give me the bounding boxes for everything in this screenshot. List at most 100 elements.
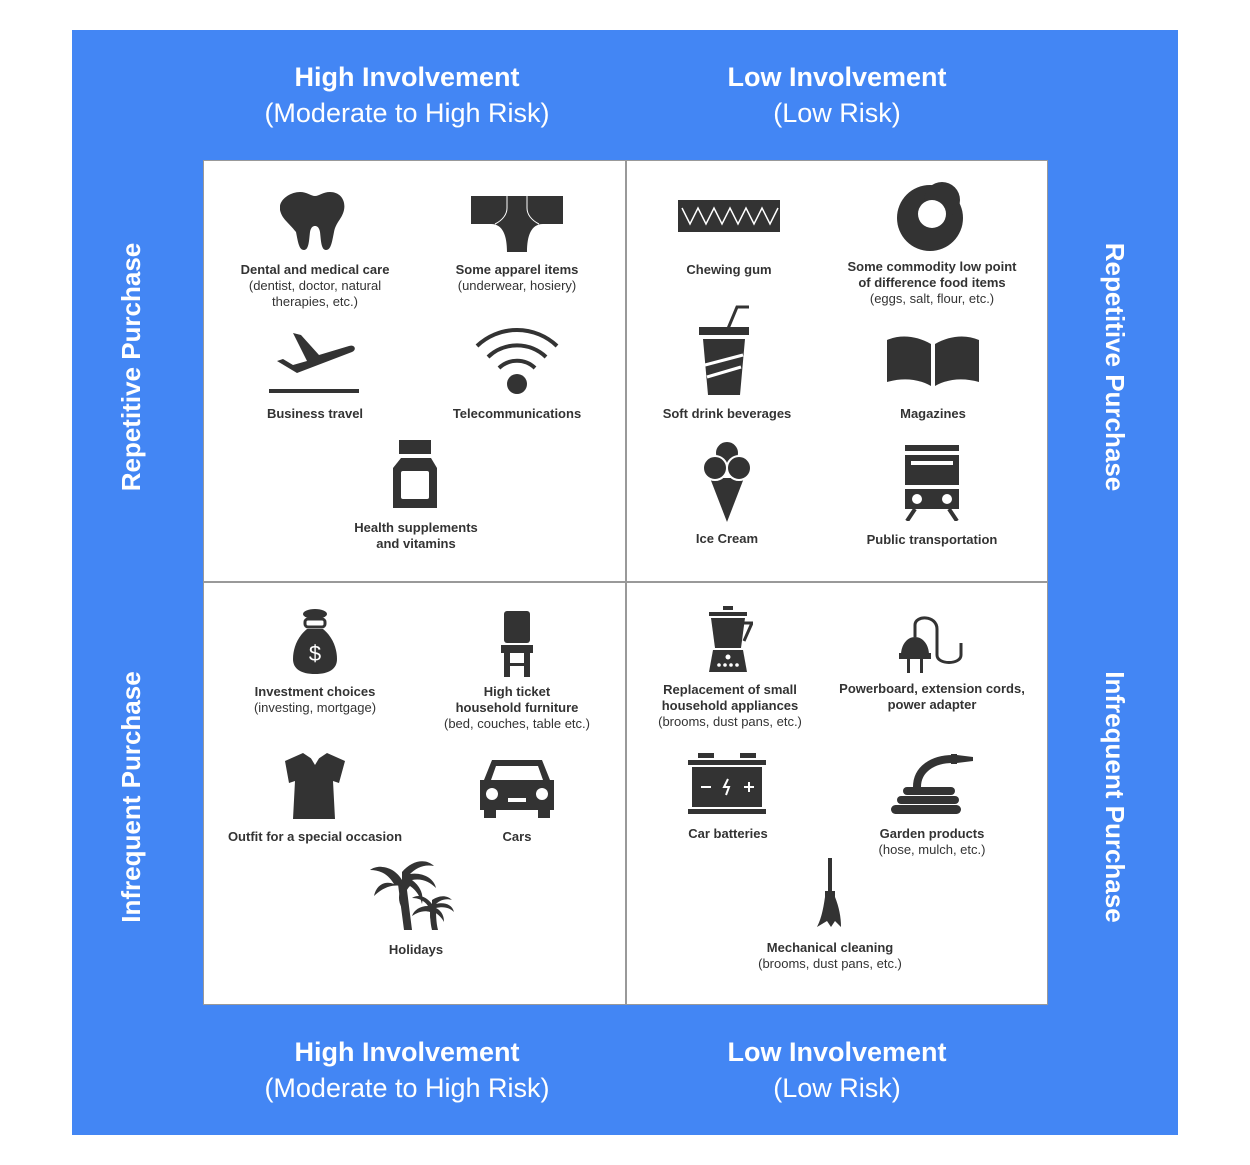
item-label: Magazines	[823, 406, 1043, 422]
item-magazines: Magazines	[823, 336, 1043, 421]
item-softdrink: Soft drink beverages	[617, 303, 837, 421]
donut-icon	[822, 180, 1042, 252]
item-title: Health supplements and vitamins	[354, 520, 478, 551]
header-bottom-left: High Involvement (Moderate to High Risk)	[197, 1034, 617, 1106]
plug-icon	[822, 615, 1042, 673]
soft-drink-icon	[617, 303, 837, 395]
item-label: Soft drink beverages	[617, 406, 837, 422]
item-title: Ice Cream	[695, 531, 759, 546]
palm-tree-icon	[306, 860, 526, 932]
item-label: Health supplements and vitamins	[306, 520, 526, 552]
item-title: Dental and medical care	[240, 262, 390, 277]
side-label-left-repetitive: Repetitive Purchase	[116, 242, 146, 492]
item-label: Powerboard, extension cords, power adapt…	[822, 681, 1042, 713]
battery-icon	[618, 753, 838, 815]
item-title: Some commodity low point of difference f…	[847, 259, 1017, 290]
item-power: Powerboard, extension cords, power adapt…	[822, 615, 1042, 712]
underwear-icon	[407, 196, 627, 252]
wifi-icon	[407, 328, 627, 394]
side-label-left-infrequent: Infrequent Purchase	[116, 671, 146, 923]
item-apparel: Some apparel items(underwear, hosiery)	[407, 196, 627, 293]
side-label-right-repetitive: Repetitive Purchase	[1100, 242, 1130, 492]
item-subtitle: (underwear, hosiery)	[457, 278, 577, 293]
hose-icon	[822, 753, 1042, 815]
item-investment: $ Investment choices(investing, mortgage)	[205, 608, 425, 715]
item-label: Chewing gum	[619, 262, 839, 278]
item-title: Garden products	[879, 826, 985, 841]
car-icon	[407, 760, 627, 818]
item-travel: Business travel	[205, 333, 425, 421]
item-furniture: High ticket household furniture(bed, cou…	[407, 611, 627, 731]
item-label: Outfit for a special occasion	[205, 829, 425, 845]
header-title: High Involvement	[294, 62, 520, 92]
item-label: Replacement of small household appliance…	[620, 682, 840, 730]
item-title: Magazines	[900, 406, 966, 421]
item-garden: Garden products(hose, mulch, etc.)	[822, 753, 1042, 857]
side-label-right-infrequent: Infrequent Purchase	[1100, 671, 1130, 923]
item-label: Car batteries	[618, 826, 838, 842]
header-title: High Involvement	[294, 1037, 520, 1067]
item-label: Ice Cream	[617, 531, 837, 547]
header-subtitle: (Low Risk)	[773, 98, 901, 128]
item-label: Some commodity low point of difference f…	[822, 259, 1042, 307]
money-bag-icon: $	[205, 608, 425, 674]
chair-icon	[407, 611, 627, 677]
item-subtitle: (brooms, dust pans, etc.)	[658, 714, 802, 729]
item-commodity: Some commodity low point of difference f…	[822, 180, 1042, 306]
item-title: Some apparel items	[455, 262, 579, 277]
item-title: Cars	[502, 829, 532, 844]
item-holidays: Holidays	[306, 860, 526, 957]
book-icon	[823, 336, 1043, 386]
item-label: Some apparel items(underwear, hosiery)	[407, 262, 627, 294]
item-icecream: Ice Cream	[617, 440, 837, 546]
header-title: Low Involvement	[727, 62, 947, 92]
header-subtitle: (Low Risk)	[773, 1073, 901, 1103]
item-label: Investment choices(investing, mortgage)	[205, 684, 425, 716]
item-title: Outfit for a special occasion	[227, 829, 403, 844]
airplane-icon	[205, 333, 425, 397]
item-subtitle: (hose, mulch, etc.)	[878, 842, 986, 857]
item-subtitle: (bed, couches, table etc.)	[444, 716, 590, 731]
item-title: Soft drink beverages	[662, 406, 792, 421]
ice-cream-icon	[617, 440, 837, 522]
item-subtitle: (investing, mortgage)	[253, 700, 377, 715]
item-subtitle: (eggs, salt, flour, etc.)	[869, 291, 995, 306]
item-label: Business travel	[205, 406, 425, 422]
horizontal-divider	[203, 581, 1048, 583]
item-label: Cars	[407, 829, 627, 845]
item-subtitle: (brooms, dust pans, etc.)	[758, 956, 902, 971]
item-subtitle: (dentist, doctor, natural therapies, etc…	[248, 278, 382, 309]
dress-icon	[205, 753, 425, 819]
tooth-icon	[205, 190, 425, 252]
item-transport: Public transportation	[822, 445, 1042, 547]
header-title: Low Involvement	[727, 1037, 947, 1067]
item-health: Health supplements and vitamins	[306, 440, 526, 551]
item-title: High ticket household furniture	[455, 684, 579, 715]
item-telecom: Telecommunications	[407, 328, 627, 421]
item-outfit: Outfit for a special occasion	[205, 753, 425, 844]
item-title: Chewing gum	[686, 262, 772, 277]
header-top-right: Low Involvement (Low Risk)	[627, 59, 1047, 131]
item-cleaning: Mechanical cleaning(brooms, dust pans, e…	[720, 858, 940, 971]
item-title: Investment choices	[254, 684, 376, 699]
item-title: Powerboard, extension cords, power adapt…	[839, 681, 1025, 712]
chewing-gum-icon	[619, 200, 839, 232]
item-label: Mechanical cleaning(brooms, dust pans, e…	[720, 940, 940, 972]
header-bottom-right: Low Involvement (Low Risk)	[627, 1034, 1047, 1106]
item-title: Car batteries	[688, 826, 768, 841]
svg-text:$: $	[309, 641, 321, 666]
item-battery: Car batteries	[618, 753, 838, 841]
bottle-icon	[306, 440, 526, 510]
item-title: Telecommunications	[452, 406, 582, 421]
train-icon	[822, 445, 1042, 521]
item-title: Replacement of small household appliance…	[661, 682, 799, 713]
header-subtitle: (Moderate to High Risk)	[264, 98, 550, 128]
item-cars: Cars	[407, 760, 627, 844]
item-label: High ticket household furniture(bed, cou…	[407, 684, 627, 732]
item-appliances: Replacement of small household appliance…	[620, 606, 840, 729]
item-gum: Chewing gum	[619, 200, 839, 277]
blender-icon	[620, 606, 840, 672]
item-dental: Dental and medical care(dentist, doctor,…	[205, 190, 425, 309]
item-label: Public transportation	[822, 532, 1042, 548]
item-label: Garden products(hose, mulch, etc.)	[822, 826, 1042, 858]
